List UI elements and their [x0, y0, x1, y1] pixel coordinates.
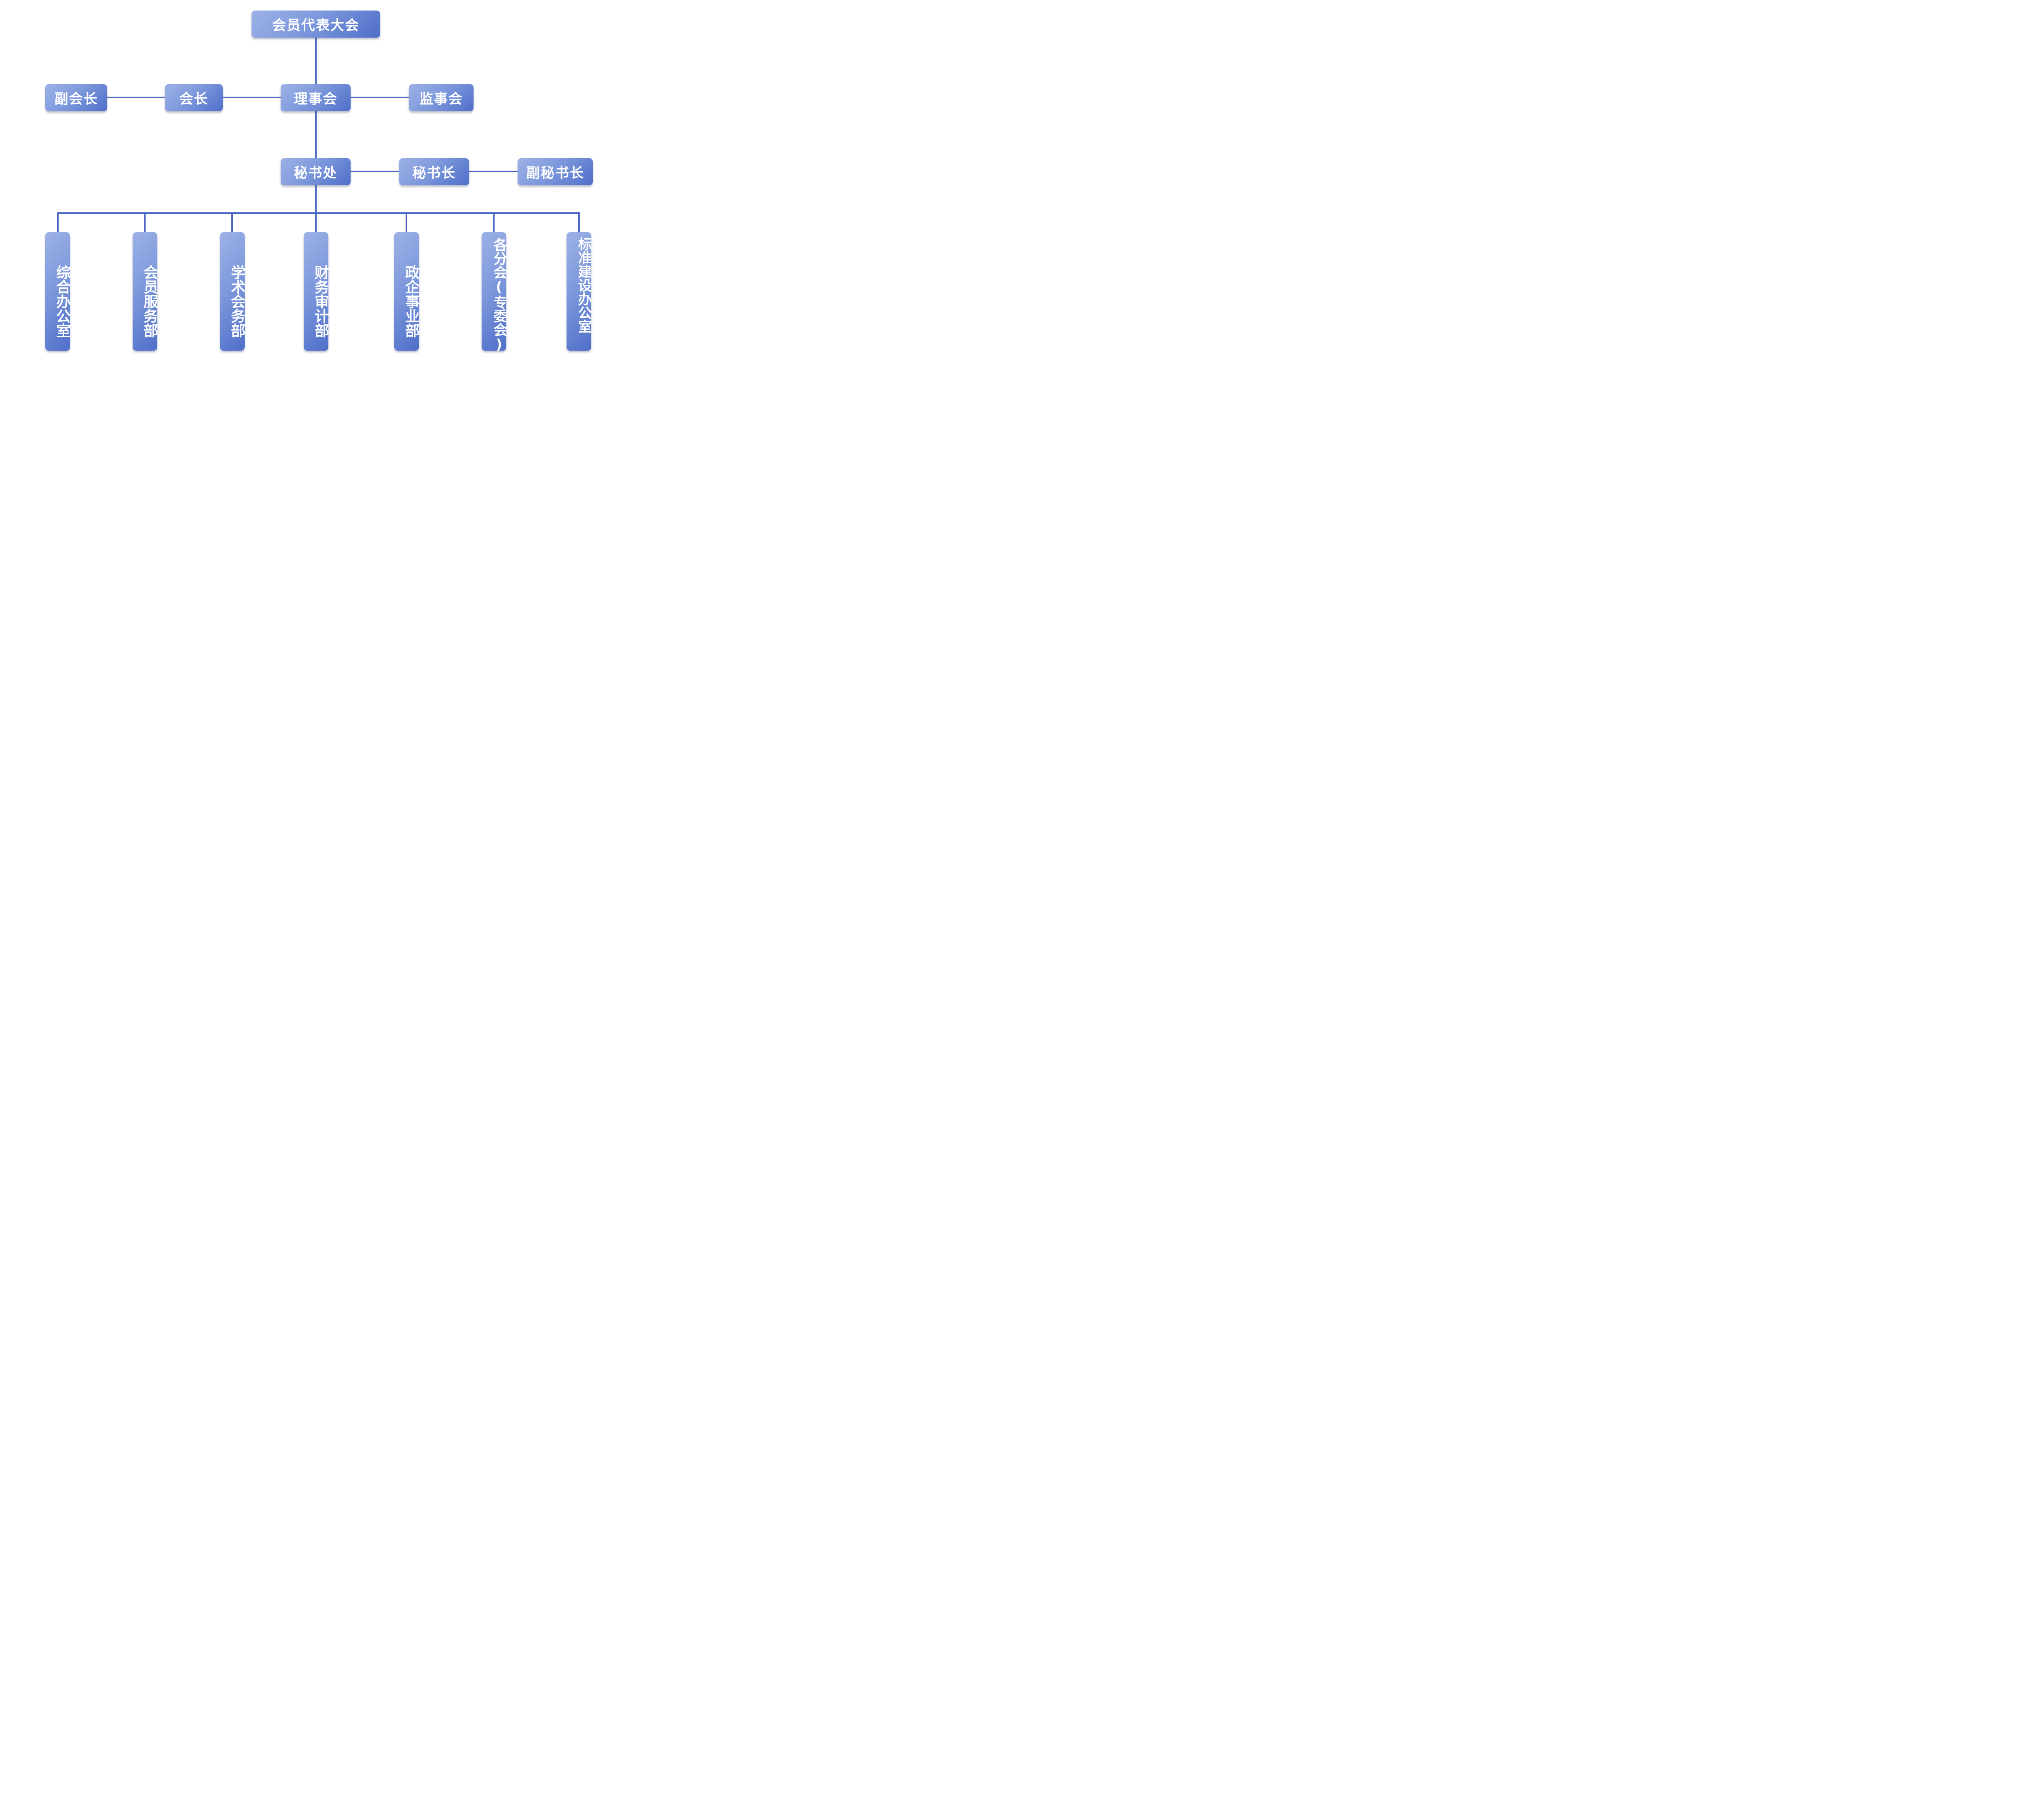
node-deputy-secretary-general: 副秘书长: [518, 158, 593, 185]
node-council: 理事会: [281, 84, 351, 111]
node-department-general-office: 综合办公室: [45, 232, 70, 351]
node-secretary-general: 秘书长: [399, 158, 469, 185]
node-members-assembly: 会员代表大会: [252, 11, 380, 38]
node-department-academic-conference: 学术会务部: [220, 232, 245, 351]
node-president: 会长: [165, 84, 223, 111]
node-department-finance-audit: 财务审计部: [304, 232, 329, 351]
node-supervisory-board: 监事会: [409, 84, 474, 111]
node-department-branches: 各分会(专委会): [482, 232, 507, 353]
node-department-standards-office: 标准建设办公室: [567, 232, 592, 351]
node-secretariat: 秘书处: [281, 158, 351, 185]
node-department-member-services: 会员服务部: [133, 232, 158, 351]
node-vice-president: 副会长: [45, 84, 107, 111]
node-department-government-enterprise: 政企事业部: [394, 232, 419, 351]
